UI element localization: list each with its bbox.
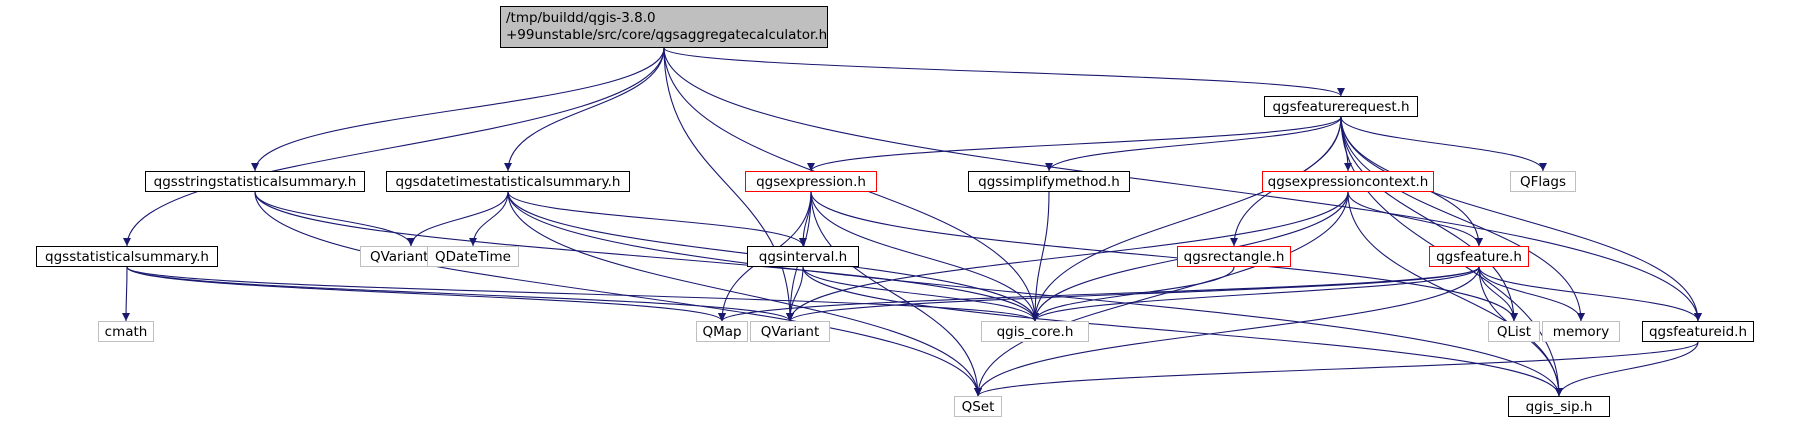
- edge-datetimestat-to-interval: [507, 191, 807, 247]
- edge-datetimestat-to-qdatetime: [469, 191, 509, 247]
- edge-root-to-stringstat: [251, 47, 665, 172]
- node-cmath[interactable]: cmath: [98, 321, 154, 342]
- node-qmap[interactable]: QMap: [696, 321, 748, 342]
- node-stringstat[interactable]: qgsstringstatisticalsummary.h: [145, 171, 365, 192]
- node-exprcontext[interactable]: qgsexpressioncontext.h: [1262, 171, 1434, 192]
- node-featureid[interactable]: qgsfeatureid.h: [1642, 321, 1754, 342]
- edge-statsummary-to-qvariant: [126, 266, 794, 322]
- edge-featurerequest-to-qlist: [1340, 116, 1518, 322]
- edge-exprcontext-to-sip: [1347, 191, 1563, 397]
- node-rectangle[interactable]: qgsrectangle.h: [1177, 246, 1291, 267]
- edge-root-to-datetimestat: [504, 47, 665, 172]
- edge-root-to-statsummary: [123, 47, 665, 247]
- edge-statsummary-to-qmap: [126, 266, 726, 322]
- edge-stringstat-to-qvariantlist: [254, 191, 415, 247]
- edge-interval-to-core: [802, 266, 1039, 322]
- edge-feature-to-qset: [974, 266, 1480, 397]
- node-sip[interactable]: qgis_sip.h: [1508, 396, 1610, 417]
- node-interval[interactable]: qgsinterval.h: [747, 246, 859, 267]
- edge-statsummary-to-core: [126, 266, 1039, 322]
- node-simplify[interactable]: qgssimplifymethod.h: [968, 171, 1130, 192]
- edge-feature-to-qlist: [1478, 266, 1518, 322]
- edge-root-to-featureid: [663, 47, 1702, 322]
- edge-exprcontext-to-feature: [1347, 191, 1483, 247]
- edge-feature-to-core: [1031, 266, 1480, 322]
- edge-featurerequest-to-simplify: [1045, 116, 1342, 172]
- edge-featureid-to-sip: [1555, 341, 1699, 397]
- edge-featurerequest-to-memory: [1340, 116, 1585, 322]
- node-qlist[interactable]: QList: [1488, 321, 1540, 342]
- edge-featurerequest-to-expression: [807, 116, 1342, 172]
- node-qvariant[interactable]: QVariant: [750, 321, 830, 342]
- edge-root-to-featurerequest: [663, 47, 1345, 97]
- node-qflags[interactable]: QFlags: [1510, 171, 1576, 192]
- edge-expression-to-qlist: [810, 191, 1518, 322]
- node-memory[interactable]: memory: [1542, 321, 1620, 342]
- edge-stringstat-to-qset: [254, 191, 982, 397]
- node-core[interactable]: qgis_core.h: [981, 321, 1089, 342]
- edge-feature-to-qmap: [718, 266, 1480, 322]
- node-expression[interactable]: qgsexpression.h: [745, 171, 877, 192]
- edge-statsummary-to-cmath: [122, 266, 131, 322]
- edge-featurerequest-to-featureid: [1340, 116, 1702, 322]
- node-root[interactable]: /tmp/buildd/qgis-3.8.0 +99unstable/src/c…: [500, 6, 828, 48]
- edge-feature-to-qvariant: [786, 266, 1480, 322]
- edge-datetimestat-to-sip: [507, 191, 1563, 397]
- node-qdatetime[interactable]: QDateTime: [427, 246, 519, 267]
- node-statsummary[interactable]: qgsstatisticalsummary.h: [36, 246, 218, 267]
- edge-featurerequest-to-core: [1031, 116, 1342, 322]
- edge-featurerequest-to-qflags: [1340, 116, 1547, 172]
- edge-interval-to-sip: [802, 266, 1563, 397]
- edge-feature-to-memory: [1478, 266, 1585, 322]
- node-feature[interactable]: qgsfeature.h: [1429, 246, 1529, 267]
- edge-expression-to-qset: [810, 191, 982, 397]
- edge-simplify-to-core: [1031, 191, 1050, 322]
- node-qset[interactable]: QSet: [954, 396, 1002, 417]
- edge-exprcontext-to-qvariant: [786, 191, 1349, 322]
- node-featurerequest[interactable]: qgsfeaturerequest.h: [1264, 96, 1418, 117]
- edge-stringstat-to-core: [254, 191, 1039, 322]
- edge-datetimestat-to-qset: [507, 191, 982, 397]
- edge-feature-to-featureid: [1478, 266, 1702, 322]
- edge-featureid-to-qset: [974, 341, 1699, 397]
- edge-root-to-qvariant: [663, 47, 794, 322]
- edge-exprcontext-to-qset: [974, 191, 1349, 397]
- node-datetimestat[interactable]: qgsdatetimestatisticalsummary.h: [386, 171, 630, 192]
- edge-datetimestat-to-qvariantlist: [407, 191, 509, 247]
